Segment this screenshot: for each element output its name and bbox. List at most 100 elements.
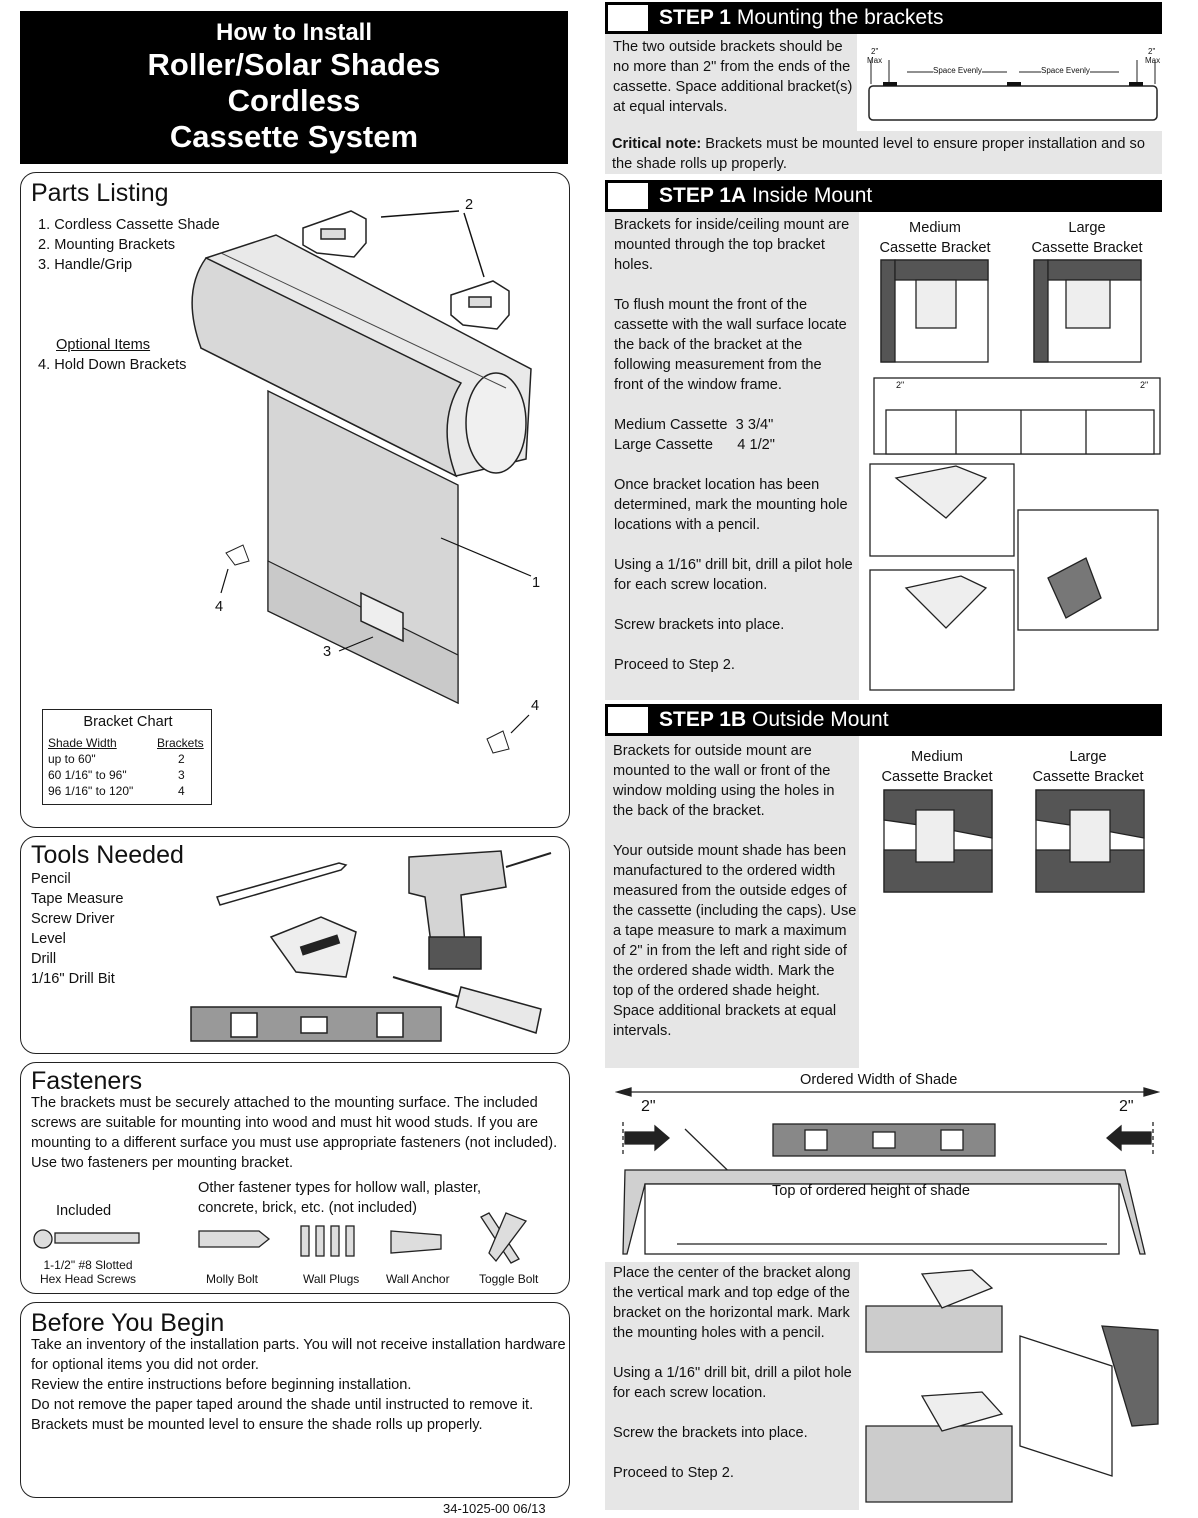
step1-note-bold: Critical note:: [612, 136, 702, 152]
before-you-begin-panel: Before You Begin Take an inventory of th…: [20, 1302, 570, 1498]
ordered-width-label: Ordered Width of Shade: [800, 1072, 958, 1088]
before-line-4: Brackets must be mounted level to ensure…: [31, 1417, 483, 1433]
part-item-2: 2. Mounting Brackets: [38, 237, 176, 253]
step1a-title: Inside Mount: [752, 184, 873, 207]
before-line-2: Review the entire instructions before be…: [31, 1377, 412, 1393]
callout-2: 2: [465, 197, 474, 213]
step1-dim-left: 2": [871, 47, 879, 56]
table-row-2-count: 3: [178, 768, 185, 782]
step1b-header: STEP 1B Outside Mount: [605, 704, 1162, 736]
step1a-header: STEP 1A Inside Mount: [605, 180, 1162, 212]
optional-item-4: 4. Hold Down Brackets: [38, 357, 187, 373]
step1-space-evenly-2: Space Evenly: [1041, 66, 1090, 75]
optional-items-label: Optional Items: [56, 337, 151, 353]
tool-drill-bit: 1/16" Drill Bit: [31, 971, 115, 987]
step1-title: Mounting the brackets: [736, 6, 944, 29]
step1a-m1: Medium Cassette 3 3/4": [614, 417, 774, 433]
step1b-medium-label: Medium: [911, 749, 963, 765]
step1b-two-left: 2": [641, 1098, 656, 1115]
document-code: 34-1025-00 06/13: [443, 1501, 546, 1516]
step1a-p2: To flush mount the front of the cassette…: [614, 297, 847, 393]
fastener-toggle-bolt: Toggle Bolt: [479, 1272, 539, 1286]
callout-4b: 4: [531, 698, 540, 714]
step1-number: STEP 1: [659, 6, 731, 29]
step1a-p1: Brackets for inside/ceiling mount are mo…: [614, 217, 850, 273]
bracket-chart-title: Bracket Chart: [83, 714, 173, 730]
tool-level: Level: [31, 931, 66, 947]
step1a-two-left: 2": [896, 380, 905, 390]
parts-listing-panel: Parts Listing 1. Cordless Cassette Shade…: [20, 172, 570, 828]
step1a-m2: Large Cassette 4 1/2": [614, 437, 775, 453]
step1b-p2: Your outside mount shade has been manufa…: [613, 843, 857, 1039]
fasteners-panel: Fasteners The brackets must be securely …: [20, 1062, 570, 1294]
table-row-1-width: up to 60": [48, 752, 96, 766]
table-row-2-width: 60 1/16" to 96": [48, 768, 127, 782]
step1-space-evenly-1: Space Evenly: [933, 66, 982, 75]
tool-drill: Drill: [31, 951, 57, 967]
step1b-p4: Using a 1/16" drill bit, drill a pilot h…: [613, 1365, 852, 1401]
part-item-3: 3. Handle/Grip: [38, 257, 133, 273]
tool-tape-measure: Tape Measure: [31, 891, 124, 907]
cassette-shade-illustration: [191, 210, 532, 754]
step1a-text-column: Brackets for inside/ceiling mount are mo…: [605, 212, 859, 700]
step1a-illustrations: [869, 259, 1161, 691]
step1b-title: Outside Mount: [752, 708, 889, 731]
step1a-p6: Proceed to Step 2.: [614, 657, 735, 673]
callout-4a: 4: [215, 599, 224, 615]
tool-screw-driver: Screw Driver: [31, 911, 115, 927]
step1a-p5: Screw brackets into place.: [614, 617, 785, 633]
step1b-width-diagram: [615, 1087, 1160, 1255]
before-heading: Before You Begin: [31, 1309, 225, 1337]
tool-pencil: Pencil: [31, 871, 71, 887]
step1-dim-right: 2": [1148, 47, 1156, 56]
step1a-two-right: 2": [1140, 380, 1149, 390]
step1b-p6: Proceed to Step 2.: [613, 1465, 734, 1481]
before-line-1: Take an inventory of the installation pa…: [31, 1337, 566, 1373]
step1-max-right: Max: [1145, 56, 1161, 65]
fastener-wall-anchor: Wall Anchor: [386, 1272, 450, 1286]
callout-1: 1: [532, 575, 541, 591]
title-line-1: How to Install: [216, 19, 372, 46]
table-row-1-count: 2: [178, 752, 185, 766]
title-block: How to Install Roller/Solar Shades Cordl…: [20, 11, 568, 164]
step1b-large-label: Large: [1069, 749, 1107, 765]
tools-heading: Tools Needed: [31, 841, 184, 869]
step1a-p4: Using a 1/16" drill bit, drill a pilot h…: [614, 557, 853, 593]
step1b-medium-cb: Cassette Bracket: [881, 769, 993, 785]
callout-3: 3: [323, 644, 332, 660]
step1a-medium-cb: Cassette Bracket: [879, 240, 991, 256]
fasteners-illustration: [33, 1212, 528, 1264]
part-item-1: 1. Cordless Cassette Shade: [38, 217, 220, 233]
fasteners-body: The brackets must be securely attached t…: [31, 1095, 558, 1171]
fasteners-included-label: Included: [56, 1203, 112, 1219]
step1-note: Brackets must be mounted level to ensure…: [612, 136, 1145, 172]
screw-label-line1: 1-1/2" #8 Slotted: [43, 1258, 133, 1272]
bracket-chart-header-brackets: Brackets: [157, 736, 204, 750]
step1a-p3: Once bracket location has been determine…: [614, 477, 848, 533]
before-line-3: Do not remove the paper taped around the…: [31, 1397, 534, 1413]
title-line-4: Cassette System: [169, 119, 419, 154]
parts-heading: Parts Listing: [31, 179, 169, 207]
fasteners-other-label: Other fastener types for hollow wall, pl…: [198, 1180, 482, 1216]
step1a-large-cb: Cassette Bracket: [1031, 240, 1143, 256]
step1b-number: STEP 1B: [659, 708, 747, 731]
fastener-wall-plugs: Wall Plugs: [303, 1272, 360, 1286]
screw-label-line2: Hex Head Screws: [39, 1272, 137, 1286]
step1b-text-column: Brackets for outside mount are mounted t…: [605, 736, 859, 1068]
top-of-height-label: Top of ordered height of shade: [772, 1183, 970, 1199]
tools-needed-panel: Tools Needed Pencil Tape Measure Screw D…: [20, 836, 570, 1054]
title-line-2: Roller/Solar Shades: [147, 47, 441, 82]
tools-illustration: [190, 850, 552, 1042]
step1a-number: STEP 1A: [659, 184, 747, 207]
bracket-chart-header-width: Shade Width: [48, 736, 117, 750]
bracket-chart: Bracket Chart Shade Width Brackets up to…: [42, 709, 212, 805]
table-row-3-width: 96 1/16" to 120": [48, 784, 134, 798]
step1-header: STEP 1 Mounting the brackets: [605, 2, 1162, 34]
step1b-large-cb: Cassette Bracket: [1032, 769, 1144, 785]
step1a-medium-label: Medium: [909, 220, 961, 236]
step1b-two-right: 2": [1119, 1098, 1134, 1115]
step1-body: The two outside brackets should be no mo…: [605, 34, 1162, 174]
title-line-3: Cordless: [227, 83, 361, 118]
step1b-p3: Place the center of the bracket along th…: [613, 1265, 851, 1341]
step1b-install-illustrations: [865, 1269, 1159, 1503]
